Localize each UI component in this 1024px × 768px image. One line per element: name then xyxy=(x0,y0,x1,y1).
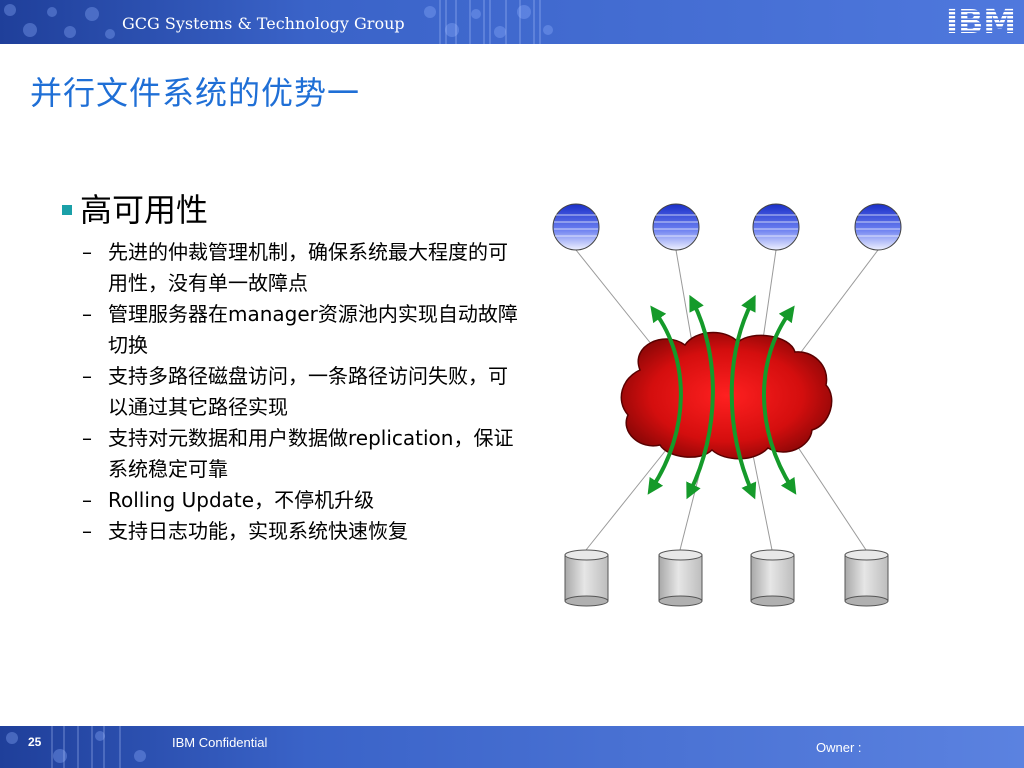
arrow-icon xyxy=(762,305,797,495)
ibm-logo-icon: IBM xyxy=(946,4,1016,38)
network-cloud-icon xyxy=(620,331,833,460)
server-node-icon xyxy=(552,203,600,251)
header-title: GCG Systems & Technology Group xyxy=(122,14,405,33)
footer-decoration xyxy=(6,726,146,768)
page-number: 25 xyxy=(28,735,42,749)
confidential-label: IBM Confidential xyxy=(172,735,268,750)
arrow-icon xyxy=(647,305,683,495)
arrow-icon xyxy=(729,294,757,500)
square-bullet-icon xyxy=(62,205,72,215)
header-decoration xyxy=(4,0,553,44)
dash-marker: – xyxy=(82,240,92,264)
sub-bullet: – 支持多路径磁盘访问，一条路径访问失败，可以通过其它路径实现 xyxy=(82,361,522,423)
dash-marker: – xyxy=(82,488,92,512)
disk-icon xyxy=(658,549,703,607)
footer-bar: 25 IBM Confidential Owner : xyxy=(0,726,1024,768)
server-node-icon xyxy=(652,203,700,251)
sub-bullet-text: 先进的仲裁管理机制，确保系统最大程度的可用性，没有单一故障点 xyxy=(108,240,508,295)
dash-marker: – xyxy=(82,364,92,388)
server-node-icon xyxy=(752,203,800,251)
dash-marker: – xyxy=(82,519,92,543)
dash-marker: – xyxy=(82,426,92,450)
disk-icon xyxy=(564,549,609,607)
sub-bullet-text: Rolling Update，不停机升级 xyxy=(108,488,375,512)
sub-bullet-text: 支持对元数据和用户数据做replication，保证系统稳定可靠 xyxy=(108,426,514,481)
server-node-icon xyxy=(854,203,902,251)
header-bar: GCG Systems & Technology Group IBM xyxy=(0,0,1024,44)
main-bullet-text: 高可用性 xyxy=(80,191,209,229)
disk-icon xyxy=(844,549,889,607)
sub-bullet: – 支持日志功能，实现系统快速恢复 xyxy=(82,516,522,547)
dash-marker: – xyxy=(82,302,92,326)
owner-label: Owner : xyxy=(816,740,862,755)
network-diagram xyxy=(552,203,902,607)
bullet-list: 高可用性 – 先进的仲裁管理机制，确保系统最大程度的可用性，没有单一故障点 – … xyxy=(62,185,522,547)
disk-icon xyxy=(750,549,795,607)
bidirectional-arrows xyxy=(647,294,797,500)
sub-bullet-text: 管理服务器在manager资源池内实现自动故障切换 xyxy=(108,302,518,357)
arrow-icon xyxy=(686,294,715,500)
sub-bullet: – 支持对元数据和用户数据做replication，保证系统稳定可靠 xyxy=(82,423,522,485)
svg-text:IBM: IBM xyxy=(946,4,1016,38)
sub-bullet-text: 支持多路径磁盘访问，一条路径访问失败，可以通过其它路径实现 xyxy=(108,364,508,419)
sub-bullet: – 管理服务器在manager资源池内实现自动故障切换 xyxy=(82,299,522,361)
slide-title: 并行文件系统的优势一 xyxy=(30,74,361,112)
sub-bullet-text: 支持日志功能，实现系统快速恢复 xyxy=(108,519,408,543)
sub-bullet: – 先进的仲裁管理机制，确保系统最大程度的可用性，没有单一故障点 xyxy=(82,237,522,299)
sub-bullet: – Rolling Update，不停机升级 xyxy=(82,485,522,516)
main-bullet: 高可用性 xyxy=(62,185,522,231)
